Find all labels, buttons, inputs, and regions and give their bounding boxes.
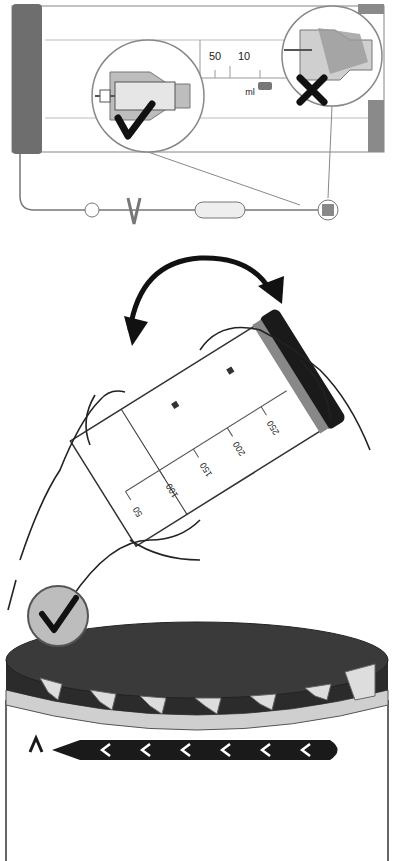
hands <box>8 328 370 611</box>
scale-label: 50 <box>209 51 221 62</box>
scale-label: ml <box>245 88 255 97</box>
bottle-in-hands <box>68 307 347 549</box>
scale-label: 10 <box>238 51 250 62</box>
cap-closeup <box>6 586 388 861</box>
syringe-pump <box>12 4 384 224</box>
